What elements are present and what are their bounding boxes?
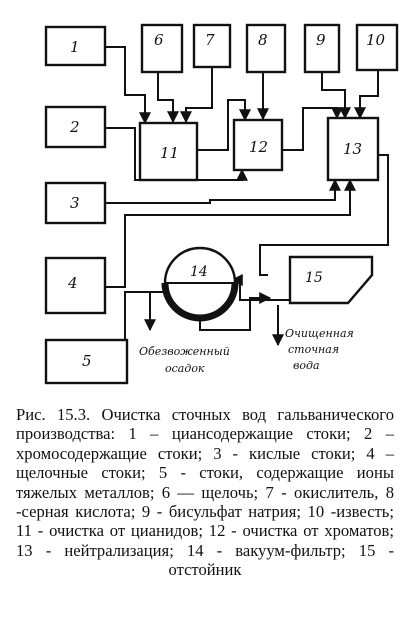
block-9-label: 9: [316, 31, 326, 49]
block-2-label: 2: [69, 118, 80, 136]
figure-caption: Рис. 15.3. Очистка сточных вод гальванич…: [16, 405, 394, 580]
block-6: 6: [140, 23, 184, 74]
output-water-label: Очищенная сточная вода: [285, 327, 354, 372]
block-7-label: 7: [205, 31, 215, 49]
block-5-label: 5: [82, 352, 92, 370]
block-12: 12: [232, 118, 284, 172]
svg-text:Обезвоженный: Обезвоженный: [139, 345, 230, 358]
block-8-label: 8: [258, 31, 268, 49]
block-15-settler: 15: [288, 255, 374, 305]
svg-text:вода: вода: [293, 359, 320, 372]
svg-text:Очищенная: Очищенная: [285, 327, 354, 340]
block-3-label: 3: [70, 194, 80, 212]
block-4-label: 4: [67, 274, 78, 292]
block-14-label: 14: [190, 264, 208, 280]
block-10-label: 10: [366, 31, 386, 49]
svg-text:сточная: сточная: [288, 343, 339, 356]
block-2: 2: [44, 105, 107, 149]
block-12-label: 12: [249, 138, 268, 156]
block-15-label: 15: [305, 270, 323, 286]
block-1: 1: [44, 25, 107, 67]
block-1-label: 1: [70, 38, 80, 56]
block-10: 10: [355, 23, 399, 72]
block-13: 13: [326, 116, 380, 182]
block-8: 8: [245, 23, 287, 74]
block-9: 9: [303, 23, 341, 74]
block-4: 4: [44, 256, 107, 315]
block-13-label: 13: [343, 140, 362, 158]
block-7: 7: [192, 23, 232, 69]
block-6-label: 6: [154, 31, 164, 49]
svg-text:осадок: осадок: [165, 362, 205, 375]
block-11-label: 11: [160, 144, 179, 162]
block-11: 11: [138, 121, 199, 182]
block-5: 5: [44, 338, 129, 385]
block-3: 3: [44, 181, 107, 225]
output-sludge-label: Обезвоженный осадок: [139, 345, 230, 375]
process-flow-diagram: 1 2 3 4 5 6 7 8 9 10 11 12: [44, 23, 399, 385]
block-14-vacuum-filter: 14: [161, 246, 239, 322]
